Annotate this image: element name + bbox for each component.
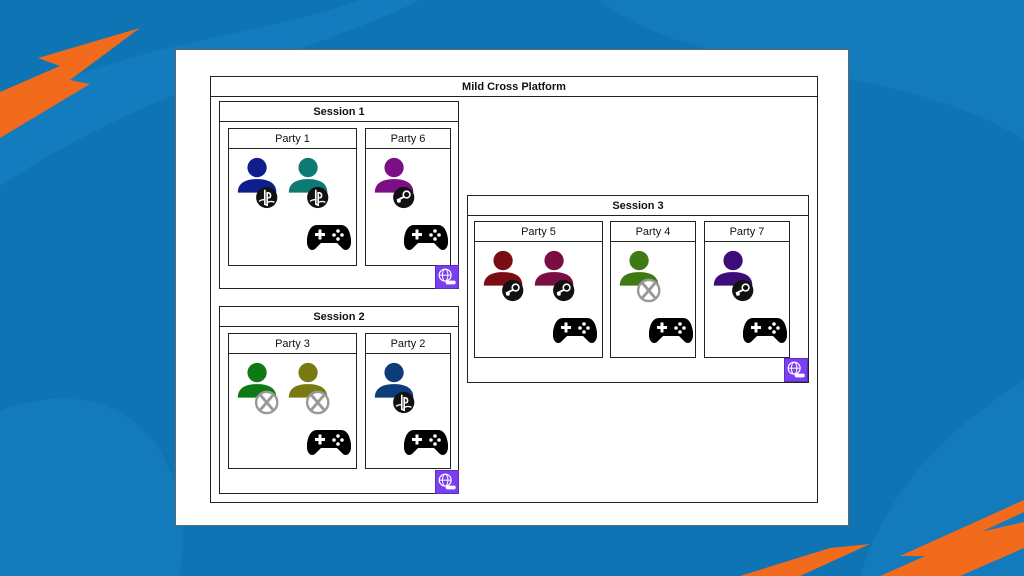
xbox-icon: [254, 390, 279, 415]
player-avatar: [619, 249, 663, 303]
session-title: Session 2: [220, 307, 458, 327]
player-avatar: [483, 249, 527, 303]
party-title: Party 5: [475, 222, 602, 242]
xbox-icon: [305, 390, 330, 415]
gamepad-icon: [404, 430, 448, 455]
playstation-icon: [256, 186, 278, 209]
session-title: Session 3: [468, 196, 808, 216]
party-box: Party 4: [610, 221, 696, 358]
orange-streak-top: [0, 28, 140, 138]
network-globe-icon: [784, 358, 808, 382]
session-box: Session 3 Party 5 Party 4 Party 7: [467, 195, 809, 383]
player-avatar: [288, 156, 332, 210]
party-title: Party 3: [229, 334, 356, 354]
network-globe-icon: [435, 470, 459, 494]
party-box: Party 7: [704, 221, 790, 358]
xbox-icon: [636, 278, 661, 303]
party-title: Party 1: [229, 129, 356, 149]
party-title: Party 6: [366, 129, 450, 149]
player-avatar: [713, 249, 757, 303]
gamepad-icon: [307, 430, 351, 455]
player-avatar: [288, 361, 332, 415]
playstation-icon: [393, 391, 415, 414]
player-avatar: [374, 156, 418, 210]
session-box: Session 2 Party 3 Party 2: [219, 306, 459, 494]
steam-icon: [732, 279, 754, 302]
party-box: Party 6: [365, 128, 451, 266]
party-box: Party 5: [474, 221, 603, 358]
orange-streak-bottom-3: [900, 500, 1024, 556]
gamepad-icon: [553, 318, 597, 343]
party-title: Party 7: [705, 222, 789, 242]
player-avatar: [374, 361, 418, 415]
diagram-title: Mild Cross Platform: [211, 77, 817, 97]
party-box: Party 1: [228, 128, 357, 266]
player-avatar: [237, 156, 281, 210]
party-title: Party 4: [611, 222, 695, 242]
party-box: Party 2: [365, 333, 451, 469]
session-box: Session 1 Party 1 Party 6: [219, 101, 459, 289]
network-globe-icon: [435, 265, 459, 289]
gamepad-icon: [649, 318, 693, 343]
orange-streak-bottom-2: [880, 522, 1024, 576]
party-box: Party 3: [228, 333, 357, 469]
session-title: Session 1: [220, 102, 458, 122]
gamepad-icon: [743, 318, 787, 343]
orange-streak-bottom-1: [740, 544, 870, 576]
diagram-canvas: Mild Cross Platform Session 1 Party 1 Pa…: [175, 49, 849, 526]
steam-icon: [502, 279, 524, 302]
player-avatar: [237, 361, 281, 415]
playstation-icon: [307, 186, 329, 209]
gamepad-icon: [307, 225, 351, 250]
gamepad-icon: [404, 225, 448, 250]
steam-icon: [393, 186, 415, 209]
steam-icon: [553, 279, 575, 302]
player-avatar: [534, 249, 578, 303]
party-title: Party 2: [366, 334, 450, 354]
